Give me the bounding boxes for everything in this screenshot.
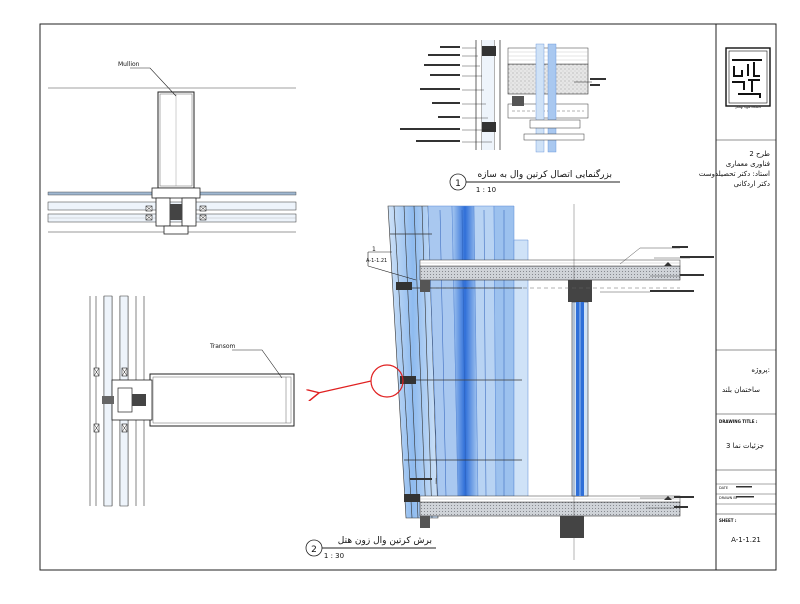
view2-scale: 1 : 30 — [324, 552, 344, 560]
sheet-border — [39, 23, 717, 571]
view2-title — [305, 539, 436, 557]
subject-text: فناوری معماری — [726, 160, 770, 168]
connection-detail — [400, 40, 606, 153]
view1-title — [449, 173, 620, 191]
view2-title-text: برش کرتین وال زون هتل — [338, 536, 432, 546]
section-detail — [387, 204, 714, 560]
sheet-label: SHEET : — [719, 518, 737, 523]
section-callout — [367, 251, 417, 281]
drawing-title: جزئیات نما 3 — [726, 442, 764, 450]
transom-detail — [89, 295, 295, 507]
mullion-label: Mullion — [118, 61, 140, 68]
callout-number: 1 — [372, 246, 376, 253]
logo-text: دانشگاه شهید بهشتی — [735, 105, 762, 109]
project-name: ساختمان بلند — [722, 386, 760, 394]
date-label: DATE — [719, 486, 728, 490]
view2-number: 2 — [311, 545, 317, 555]
course-text: طرح 2 — [749, 150, 770, 158]
drawn-by-label: DRAWN BY — [719, 496, 739, 500]
drawing-title-label: DRAWING TITLE : — [719, 419, 758, 424]
view1-title-text: بزرگنمایی اتصال کرتین وال به سازه — [477, 168, 612, 180]
instructor-2-text: دکتر اردکانی — [734, 180, 770, 188]
view1-number: 1 — [455, 179, 461, 189]
transom-label: Transom — [209, 343, 236, 350]
title-block-frame — [715, 23, 777, 571]
instructor-1-text: استاد: دکتر تحصیلدوست — [699, 170, 770, 178]
mullion-detail — [47, 67, 297, 235]
callout-ref: A-1-1.21 — [366, 258, 387, 264]
detail-arrow — [318, 380, 372, 393]
view1-scale: 1 : 10 — [476, 186, 496, 194]
sheet-number: A-1-1.21 — [731, 536, 761, 544]
project-label: پروژه: — [751, 366, 770, 374]
university-logo — [725, 47, 771, 107]
